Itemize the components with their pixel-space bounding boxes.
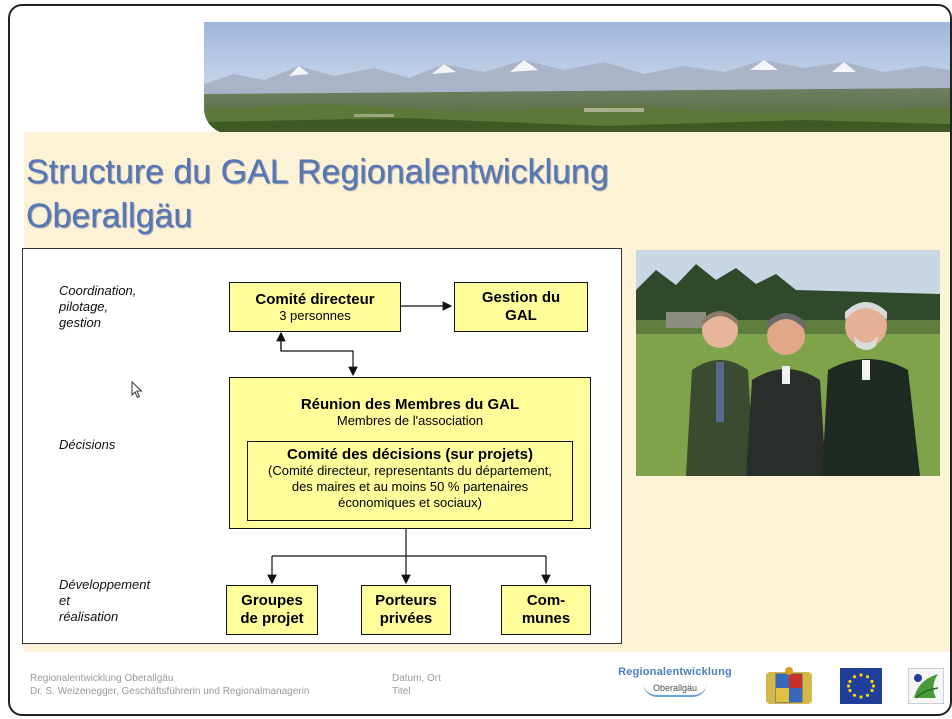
regio-logo-name: Regionalentwicklung xyxy=(618,666,732,678)
footer-author: Dr. S. Weizenegger, Geschäftsführerin un… xyxy=(30,686,310,697)
eu-flag-icon xyxy=(840,668,882,704)
footer-title: Titel xyxy=(392,686,411,697)
regionalentwicklung-logo: Regionalentwicklung Oberallgäu xyxy=(612,666,738,702)
comite-directeur-title: Comité directeur xyxy=(255,291,375,308)
gestion-title: Gestion du GAL xyxy=(481,289,561,324)
regio-logo-sub: Oberallgäu xyxy=(642,683,708,697)
label-development: Développement et réalisation xyxy=(59,577,151,624)
page-title: Structure du GAL Regionalentwicklung Obe… xyxy=(26,150,906,238)
reunion-title: Réunion des Membres du GAL xyxy=(300,396,520,413)
footer-org: Regionalentwicklung Oberallgäu xyxy=(30,673,174,684)
org-chart-connectors xyxy=(267,301,551,585)
leader-logo-icon xyxy=(908,668,944,704)
comite-decisions-title: Comité des décisions (sur projets) xyxy=(287,446,533,463)
porteurs-box: Porteurs privées xyxy=(361,585,451,635)
comite-decisions-subtitle: (Comité directeur, representants du dépa… xyxy=(268,463,552,510)
panorama-photo xyxy=(204,22,950,134)
gestion-box: Gestion du GAL xyxy=(454,282,588,332)
label-coordination: Coordination, pilotage, gestion xyxy=(59,283,137,330)
team-photo xyxy=(636,250,940,476)
label-decisions: Décisions xyxy=(59,437,116,452)
comite-directeur-box: Comité directeur 3 personnes xyxy=(229,282,401,332)
bavaria-coat-of-arms-icon xyxy=(766,667,812,704)
reunion-subtitle: Membres de l'association xyxy=(336,413,484,428)
footer-date-place: Datum, Ort xyxy=(392,673,441,684)
groupes-box: Groupes de projet xyxy=(226,585,318,635)
title-line-1: Structure du GAL Regionalentwicklung xyxy=(26,153,609,191)
mouse-cursor-icon xyxy=(131,381,143,399)
communes-box: Com- munes xyxy=(501,585,591,635)
org-chart: Coordination, pilotage, gestion Décision… xyxy=(22,248,622,644)
title-line-2: Oberallgäu xyxy=(26,197,193,235)
footer-left: Regionalentwicklung Oberallgäu Dr. S. We… xyxy=(30,672,309,698)
comite-directeur-subtitle: 3 personnes xyxy=(279,308,351,323)
footer-middle: Datum, Ort Titel xyxy=(392,672,441,698)
comite-decisions-box: Comité des décisions (sur projets) (Comi… xyxy=(247,441,573,521)
